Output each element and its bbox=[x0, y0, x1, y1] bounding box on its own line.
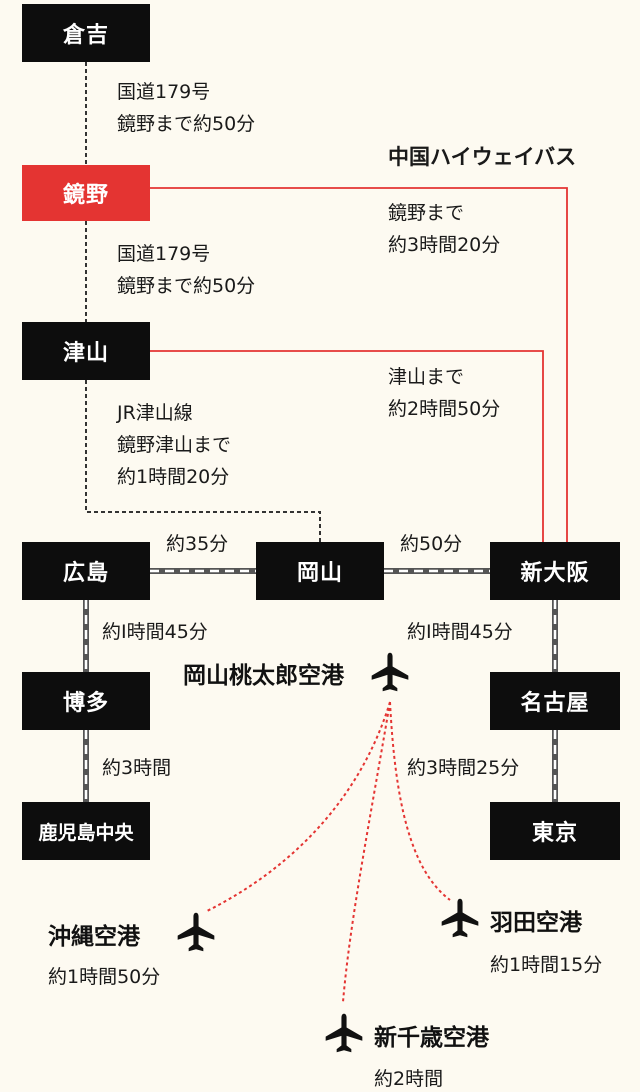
station-tsuyama: 津山 bbox=[22, 322, 150, 380]
station-kagoshima-chuo: 鹿児島中央 bbox=[22, 802, 150, 860]
note-okayama-shinosaka: 約50分 bbox=[400, 533, 463, 555]
flight-route-new-chitose bbox=[342, 701, 391, 1003]
airplane-icon bbox=[325, 1013, 363, 1053]
station-okayama: 岡山 bbox=[256, 542, 384, 600]
station-tokyo: 東京 bbox=[490, 802, 620, 860]
station-hiroshima: 広島 bbox=[22, 542, 150, 600]
airport-okinawa-label: 沖縄空港 bbox=[48, 924, 140, 950]
bus-route-tsuyama bbox=[150, 350, 544, 542]
flight-route-haneda bbox=[389, 701, 451, 901]
note-hiroshima-okayama: 約35分 bbox=[166, 533, 229, 555]
note-shinosaka-nagoya: 約Ⅰ時間45分 bbox=[407, 621, 513, 643]
note-hiroshima-hakata: 約Ⅰ時間45分 bbox=[102, 621, 208, 643]
note-kurayoshi-kagamino: 国道179号 鏡野まで約50分 bbox=[117, 81, 256, 135]
airport-haneda-label: 羽田空港 bbox=[490, 910, 582, 936]
note-nagoya-tokyo: 約3時間25分 bbox=[407, 757, 520, 779]
station-nagoya: 名古屋 bbox=[490, 672, 620, 730]
note-tsuyama-okayama: JR津山線 鏡野津山まで 約1時間20分 bbox=[117, 402, 232, 488]
station-hakata: 博多 bbox=[22, 672, 150, 730]
airport-new-chitose-time: 約2時間 bbox=[374, 1068, 444, 1090]
station-kagamino: 鏡野 bbox=[22, 165, 150, 221]
flight-route-okinawa bbox=[204, 701, 391, 913]
airport-new-chitose-label: 新千歳空港 bbox=[374, 1025, 489, 1051]
airplane-icon bbox=[177, 912, 215, 952]
route-tsuyama-okayama bbox=[85, 380, 321, 542]
airport-okayama-label: 岡山桃太郎空港 bbox=[183, 663, 344, 689]
note-kagamino-tsuyama: 国道179号 鏡野まで約50分 bbox=[117, 243, 256, 297]
note-bus-kagamino: 鏡野まで 約3時間20分 bbox=[388, 202, 501, 256]
station-kurayoshi: 倉吉 bbox=[22, 4, 150, 62]
airport-okinawa-time: 約1時間50分 bbox=[48, 966, 161, 988]
station-shin-osaka: 新大阪 bbox=[490, 542, 620, 600]
bus-route-kagamino bbox=[150, 187, 568, 542]
note-hakata-kagoshima: 約3時間 bbox=[102, 757, 172, 779]
airplane-icon bbox=[441, 898, 479, 938]
airplane-icon bbox=[371, 652, 409, 692]
airport-haneda-time: 約1時間15分 bbox=[490, 954, 603, 976]
note-bus-tsuyama: 津山まで 約2時間50分 bbox=[388, 366, 501, 420]
highway-bus-title: 中国ハイウェイバス bbox=[388, 145, 577, 169]
